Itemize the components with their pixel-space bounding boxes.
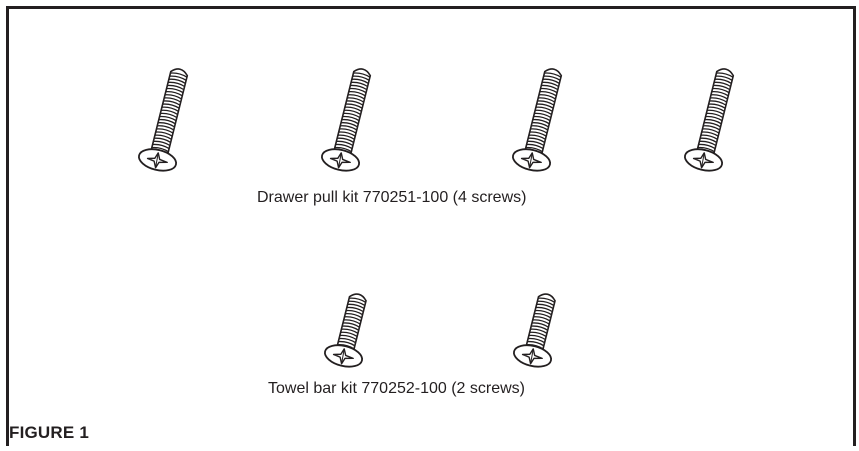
- screw-shaft: [525, 293, 556, 352]
- drawer-pull-kit-caption: Drawer pull kit 770251-100 (4 screws): [257, 189, 527, 206]
- short-screw-icon-1: [324, 293, 367, 368]
- screw-shaft: [336, 293, 367, 352]
- short-screw-icon-2: [513, 293, 556, 368]
- figure-frame: [6, 6, 856, 446]
- towel-bar-kit-caption: Towel bar kit 770252-100 (2 screws): [268, 380, 526, 397]
- long-screw-icon-4: [684, 68, 735, 172]
- figure-label: FIGURE 1: [9, 423, 90, 442]
- long-screw-icon-3: [512, 68, 563, 172]
- long-screw-icon-1: [138, 68, 189, 172]
- long-screw-icon-2: [321, 68, 372, 172]
